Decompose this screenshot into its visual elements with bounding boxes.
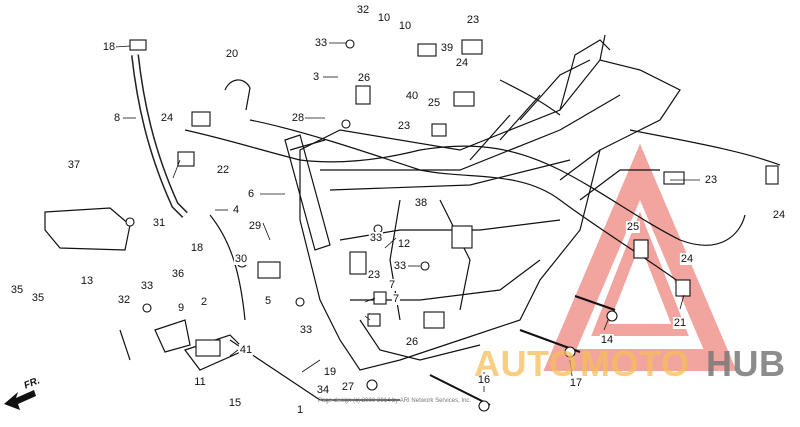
part-label-38[interactable]: 38 [413, 197, 429, 209]
part-label-33[interactable]: 33 [313, 37, 329, 49]
part-label-18[interactable]: 18 [101, 41, 117, 53]
part-label-40[interactable]: 40 [404, 90, 420, 102]
part-label-11[interactable]: 11 [193, 376, 207, 388]
part-label-1[interactable]: 1 [295, 404, 305, 416]
part-label-4[interactable]: 4 [231, 204, 241, 216]
part-label-31[interactable]: 31 [151, 217, 167, 229]
part-label-33[interactable]: 33 [392, 260, 408, 272]
part-label-26[interactable]: 26 [404, 336, 420, 348]
part-label-13[interactable]: 13 [79, 275, 95, 287]
copyright-footer: Page design (c) 2000-2014 by ARI Network… [318, 398, 472, 404]
watermark-logo-icon [543, 143, 737, 371]
part-label-7[interactable]: 7 [387, 279, 397, 291]
part-label-19[interactable]: 19 [322, 366, 338, 378]
part-label-10[interactable]: 10 [376, 12, 392, 24]
part-label-25[interactable]: 25 [426, 97, 442, 109]
part-label-28[interactable]: 28 [290, 112, 306, 124]
hardware-parts [125, 39, 779, 412]
part-label-24[interactable]: 24 [771, 209, 787, 221]
part-label-16[interactable]: 16 [476, 374, 492, 386]
part-label-23[interactable]: 23 [396, 120, 412, 132]
part-label-10[interactable]: 10 [397, 20, 413, 32]
part-label-18[interactable]: 18 [189, 242, 205, 254]
part-label-12[interactable]: 12 [396, 238, 412, 250]
part-label-37[interactable]: 37 [66, 159, 82, 171]
part-label-26[interactable]: 26 [356, 72, 372, 84]
part-label-23[interactable]: 23 [366, 269, 382, 281]
part-label-35[interactable]: 35 [30, 292, 46, 304]
part-label-36[interactable]: 36 [170, 268, 186, 280]
part-label-9[interactable]: 9 [176, 302, 186, 314]
part-label-34[interactable]: 34 [315, 384, 331, 396]
part-label-23[interactable]: 23 [465, 14, 481, 26]
part-label-15[interactable]: 15 [227, 397, 243, 409]
part-label-41[interactable]: 41 [238, 344, 254, 356]
part-label-32[interactable]: 32 [116, 294, 132, 306]
part-label-24[interactable]: 24 [454, 57, 470, 69]
part-label-30[interactable]: 30 [233, 253, 249, 265]
part-label-24[interactable]: 24 [159, 112, 175, 124]
part-label-5[interactable]: 5 [263, 295, 273, 307]
part-label-8[interactable]: 8 [112, 112, 122, 124]
part-label-32[interactable]: 32 [355, 4, 371, 16]
part-label-33[interactable]: 33 [368, 232, 384, 244]
part-label-35[interactable]: 35 [9, 284, 25, 296]
part-label-7[interactable]: 7 [391, 293, 401, 305]
part-label-17[interactable]: 17 [568, 377, 584, 389]
part-label-24[interactable]: 24 [679, 253, 695, 265]
part-label-6[interactable]: 6 [246, 188, 256, 200]
leader-lines [114, 42, 700, 392]
watermark-auto-text: AUTO [474, 343, 578, 384]
part-label-23[interactable]: 23 [703, 174, 719, 186]
part-label-14[interactable]: 14 [599, 334, 615, 346]
part-label-22[interactable]: 22 [215, 164, 231, 176]
watermark-hub-text: HUB [706, 343, 786, 384]
part-label-25[interactable]: 25 [625, 221, 641, 233]
part-label-2[interactable]: 2 [199, 296, 209, 308]
part-label-33[interactable]: 33 [298, 324, 314, 336]
front-direction-arrow-icon [4, 390, 36, 410]
part-label-20[interactable]: 20 [224, 48, 240, 60]
watermark-moto-text: MOTO [580, 343, 690, 384]
part-label-33[interactable]: 33 [139, 280, 155, 292]
part-label-21[interactable]: 21 [672, 317, 688, 329]
part-label-3[interactable]: 3 [311, 71, 321, 83]
part-label-39[interactable]: 39 [439, 42, 455, 54]
part-label-29[interactable]: 29 [247, 220, 263, 232]
part-label-27[interactable]: 27 [340, 381, 356, 393]
